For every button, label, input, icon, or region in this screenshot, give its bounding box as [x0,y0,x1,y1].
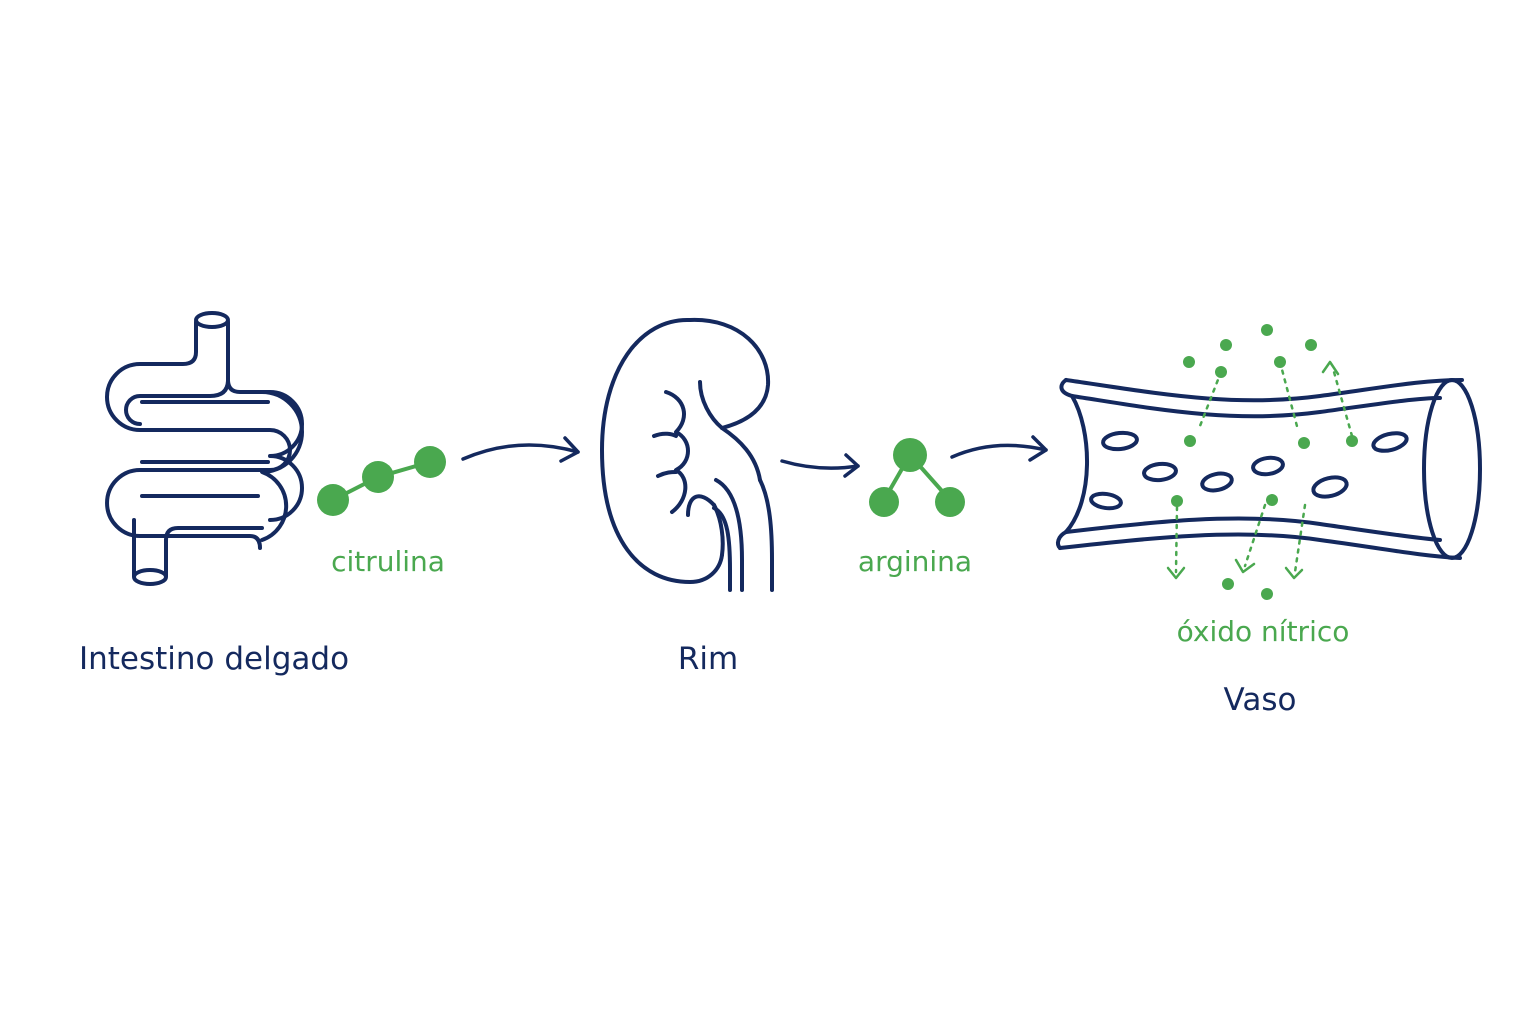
kidney-label: Rim [678,641,738,677]
kidney-icon [600,317,774,592]
small-intestine-icon [105,311,304,586]
intestine-label: Intestino delgado [79,641,349,677]
blood-vessel-icon [1056,378,1482,560]
flow-arrow-3 [950,435,1048,462]
molecule-branched-icon [869,438,965,517]
vessel-label: Vaso [1224,682,1297,718]
citrulline-label: citrulina [331,545,445,578]
diffusion-dots-icon [1166,324,1358,600]
molecule-chain-icon [317,446,446,516]
flow-arrow-1 [461,436,580,463]
nitric-oxide-label: óxido nítrico [1177,615,1350,648]
arginine-label: arginina [858,545,972,578]
flow-arrow-2 [780,453,860,478]
